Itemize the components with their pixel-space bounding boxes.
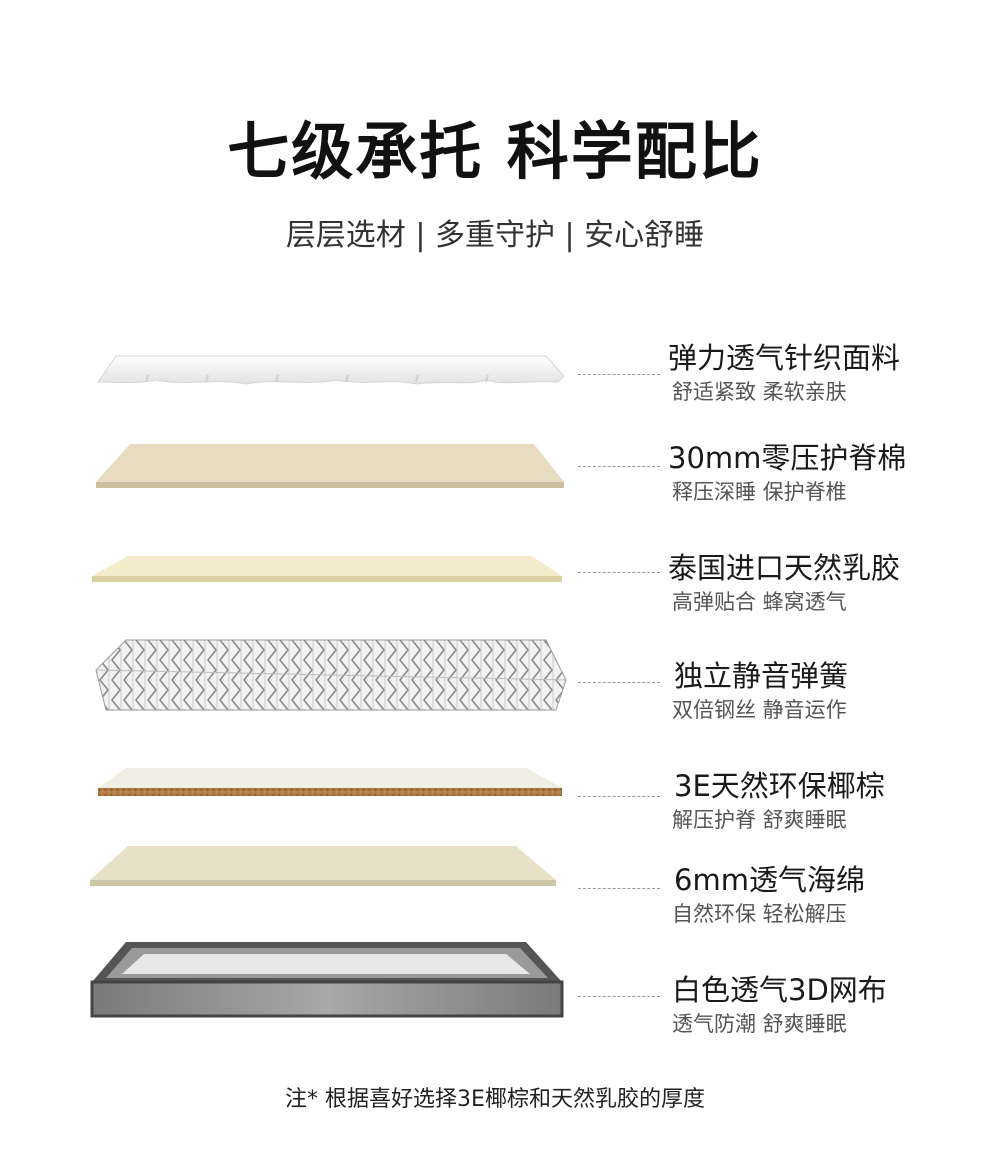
layer-name: 白色透气3D网布	[672, 973, 887, 1007]
layer-name: 6mm透气海绵	[674, 863, 865, 897]
layer-name: 30mm零压护脊棉	[668, 441, 907, 475]
layer-sponge: 6mm透气海绵 自然环保 轻松解压	[0, 846, 990, 946]
layer-spine-cotton: 30mm零压护脊棉 释压深睡 保护脊椎	[0, 430, 990, 530]
layer-name: 独立静音弹簧	[674, 659, 849, 693]
layer-coconut-palm: 3E天然环保椰棕 解压护脊 舒爽睡眠	[0, 752, 990, 852]
leader-line	[578, 466, 660, 467]
knit-fabric-illustration	[97, 355, 565, 385]
page-subtitle: 层层选材 | 多重守护 | 安心舒睡	[285, 218, 705, 253]
leader-line	[578, 796, 660, 797]
layer-name: 泰国进口天然乳胶	[668, 551, 901, 585]
leader-line	[578, 572, 660, 573]
layer-name: 3E天然环保椰棕	[674, 769, 885, 803]
layer-desc: 高弹贴合 蜂窝透气	[672, 590, 847, 614]
leader-line	[578, 374, 660, 375]
layer-name: 弹力透气针织面料	[668, 341, 901, 375]
coconut-palm-illustration	[98, 768, 562, 796]
mesh-base-illustration	[90, 942, 564, 1018]
page-title: 七级承托 科学配比	[227, 115, 763, 188]
layer-desc: 自然环保 轻松解压	[672, 902, 847, 926]
latex-pad-illustration	[92, 556, 562, 582]
layer-desc: 解压护脊 舒爽睡眠	[672, 808, 847, 832]
leader-line	[578, 682, 660, 683]
footnote: 注* 根据喜好选择3E椰棕和天然乳胶的厚度	[285, 1087, 705, 1112]
layer-desc: 释压深睡 保护脊椎	[672, 480, 847, 504]
layer-3d-mesh: 白色透气3D网布 透气防潮 舒爽睡眠	[0, 942, 990, 1042]
layer-springs: 独立静音弹簧 双倍钢丝 静音运作	[0, 639, 990, 740]
layer-desc: 双倍钢丝 静音运作	[672, 698, 847, 722]
leader-line	[578, 996, 660, 997]
spring-unit-illustration	[95, 639, 567, 711]
leader-line	[578, 888, 660, 889]
sponge-pad-illustration	[90, 846, 556, 886]
cotton-pad-illustration	[96, 444, 564, 488]
layer-latex: 泰国进口天然乳胶 高弹贴合 蜂窝透气	[0, 540, 990, 640]
layer-desc: 透气防潮 舒爽睡眠	[672, 1012, 847, 1036]
layer-knit-fabric: 弹力透气针织面料 舒适紧致 柔软亲肤	[0, 330, 990, 430]
layer-desc: 舒适紧致 柔软亲肤	[672, 380, 847, 404]
